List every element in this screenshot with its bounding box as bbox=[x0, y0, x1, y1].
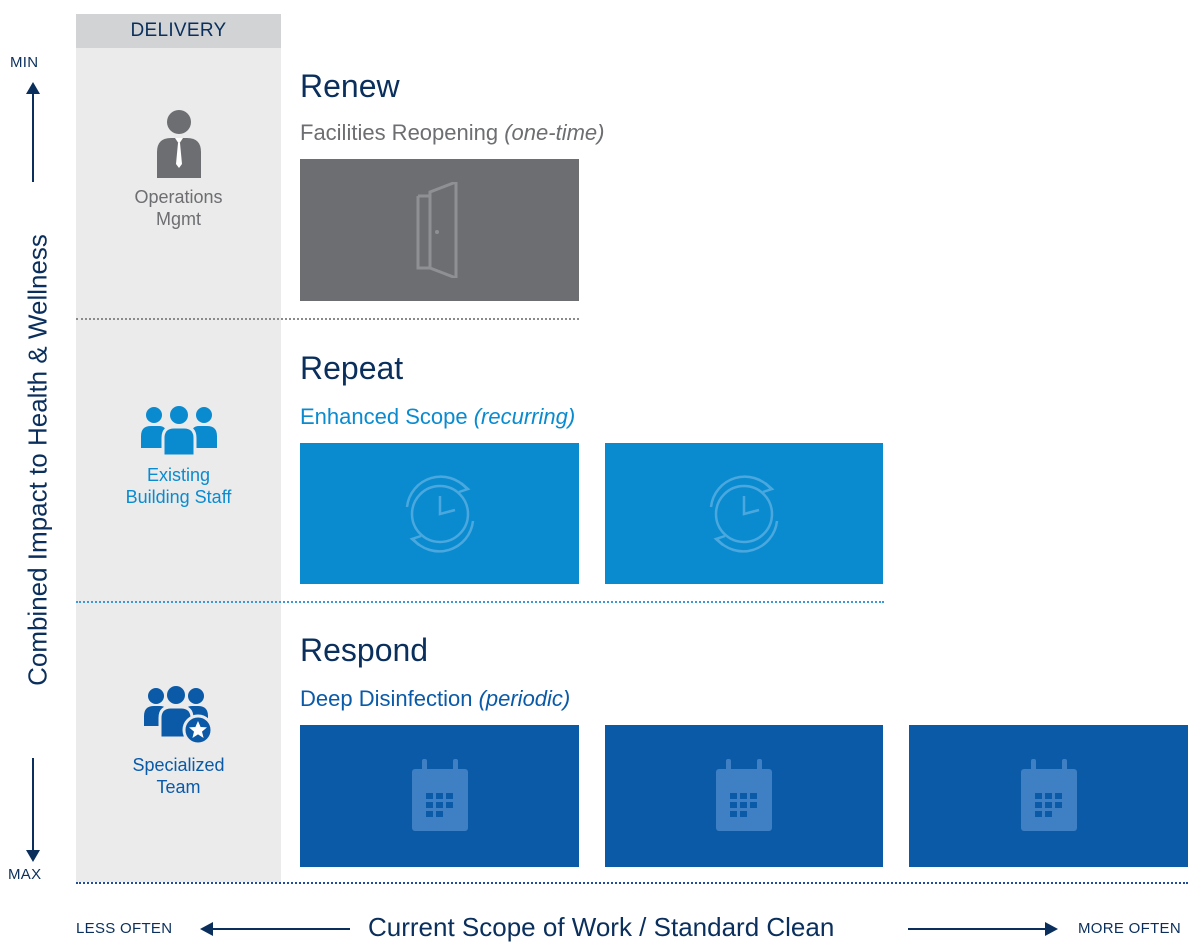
arrow-up-icon bbox=[26, 82, 40, 94]
delivery-header: DELIVERY bbox=[76, 14, 281, 48]
role-label-line1: Existing bbox=[146, 465, 211, 485]
role-operations-mgmt: Operations Mgmt bbox=[76, 108, 281, 230]
section-title-renew: Renew bbox=[300, 68, 400, 104]
arrow-down-icon bbox=[26, 850, 40, 862]
calendar-icon bbox=[716, 759, 772, 831]
subtitle-text: Deep Disinfection bbox=[300, 686, 473, 711]
role-specialized-team: Specialized Team bbox=[76, 684, 281, 798]
section-subtitle-repeat: Enhanced Scope (recurring) bbox=[300, 404, 575, 430]
subtitle-qualifier: (periodic) bbox=[478, 686, 571, 711]
arrow-right-icon bbox=[908, 922, 1058, 936]
section-title-respond: Respond bbox=[300, 632, 429, 668]
subtitle-text: Enhanced Scope bbox=[300, 404, 468, 429]
manager-icon bbox=[156, 110, 201, 178]
calendar-icon bbox=[1020, 759, 1077, 831]
repeat-tile-1 bbox=[300, 443, 579, 584]
y-axis-max-label: MAX bbox=[8, 866, 42, 883]
specialized-team-icon bbox=[143, 686, 213, 746]
role-label-line1: Specialized bbox=[132, 755, 225, 775]
divider-respond bbox=[76, 882, 1188, 884]
subtitle-qualifier: (recurring) bbox=[473, 404, 576, 429]
divider-renew bbox=[76, 318, 579, 320]
y-axis-min-label: MIN bbox=[10, 54, 39, 71]
respond-tile-3 bbox=[909, 725, 1188, 867]
renew-tile bbox=[300, 159, 579, 301]
role-label-line2: Mgmt bbox=[156, 209, 201, 229]
recurring-clock-icon bbox=[709, 474, 779, 553]
role-label-line2: Building Staff bbox=[125, 487, 232, 507]
section-subtitle-respond: Deep Disinfection (periodic) bbox=[300, 686, 570, 712]
subtitle-text: Facilities Reopening bbox=[300, 120, 499, 145]
role-label-line2: Team bbox=[156, 777, 201, 797]
respond-tile-2 bbox=[605, 725, 883, 867]
role-label-line1: Operations bbox=[134, 187, 223, 207]
section-subtitle-renew: Facilities Reopening (one-time) bbox=[300, 120, 604, 146]
x-axis-label: Current Scope of Work / Standard Clean bbox=[368, 912, 835, 942]
y-axis-arrows bbox=[26, 82, 40, 862]
section-title-repeat: Repeat bbox=[300, 350, 404, 386]
divider-repeat bbox=[76, 601, 884, 603]
arrow-left-icon bbox=[200, 922, 350, 936]
door-icon bbox=[416, 182, 457, 278]
repeat-tile-2 bbox=[605, 443, 883, 584]
staff-group-icon bbox=[140, 406, 217, 456]
x-axis-right-label: MORE OFTEN bbox=[1078, 920, 1181, 937]
role-existing-building-staff: Existing Building Staff bbox=[76, 404, 281, 508]
y-axis-label: Combined Impact to Health & Wellness bbox=[22, 234, 53, 686]
x-axis-left-label: LESS OFTEN bbox=[76, 920, 173, 937]
recurring-clock-icon bbox=[405, 474, 474, 553]
calendar-icon bbox=[411, 759, 468, 831]
respond-tile-1 bbox=[300, 725, 579, 867]
subtitle-qualifier: (one-time) bbox=[504, 120, 605, 145]
